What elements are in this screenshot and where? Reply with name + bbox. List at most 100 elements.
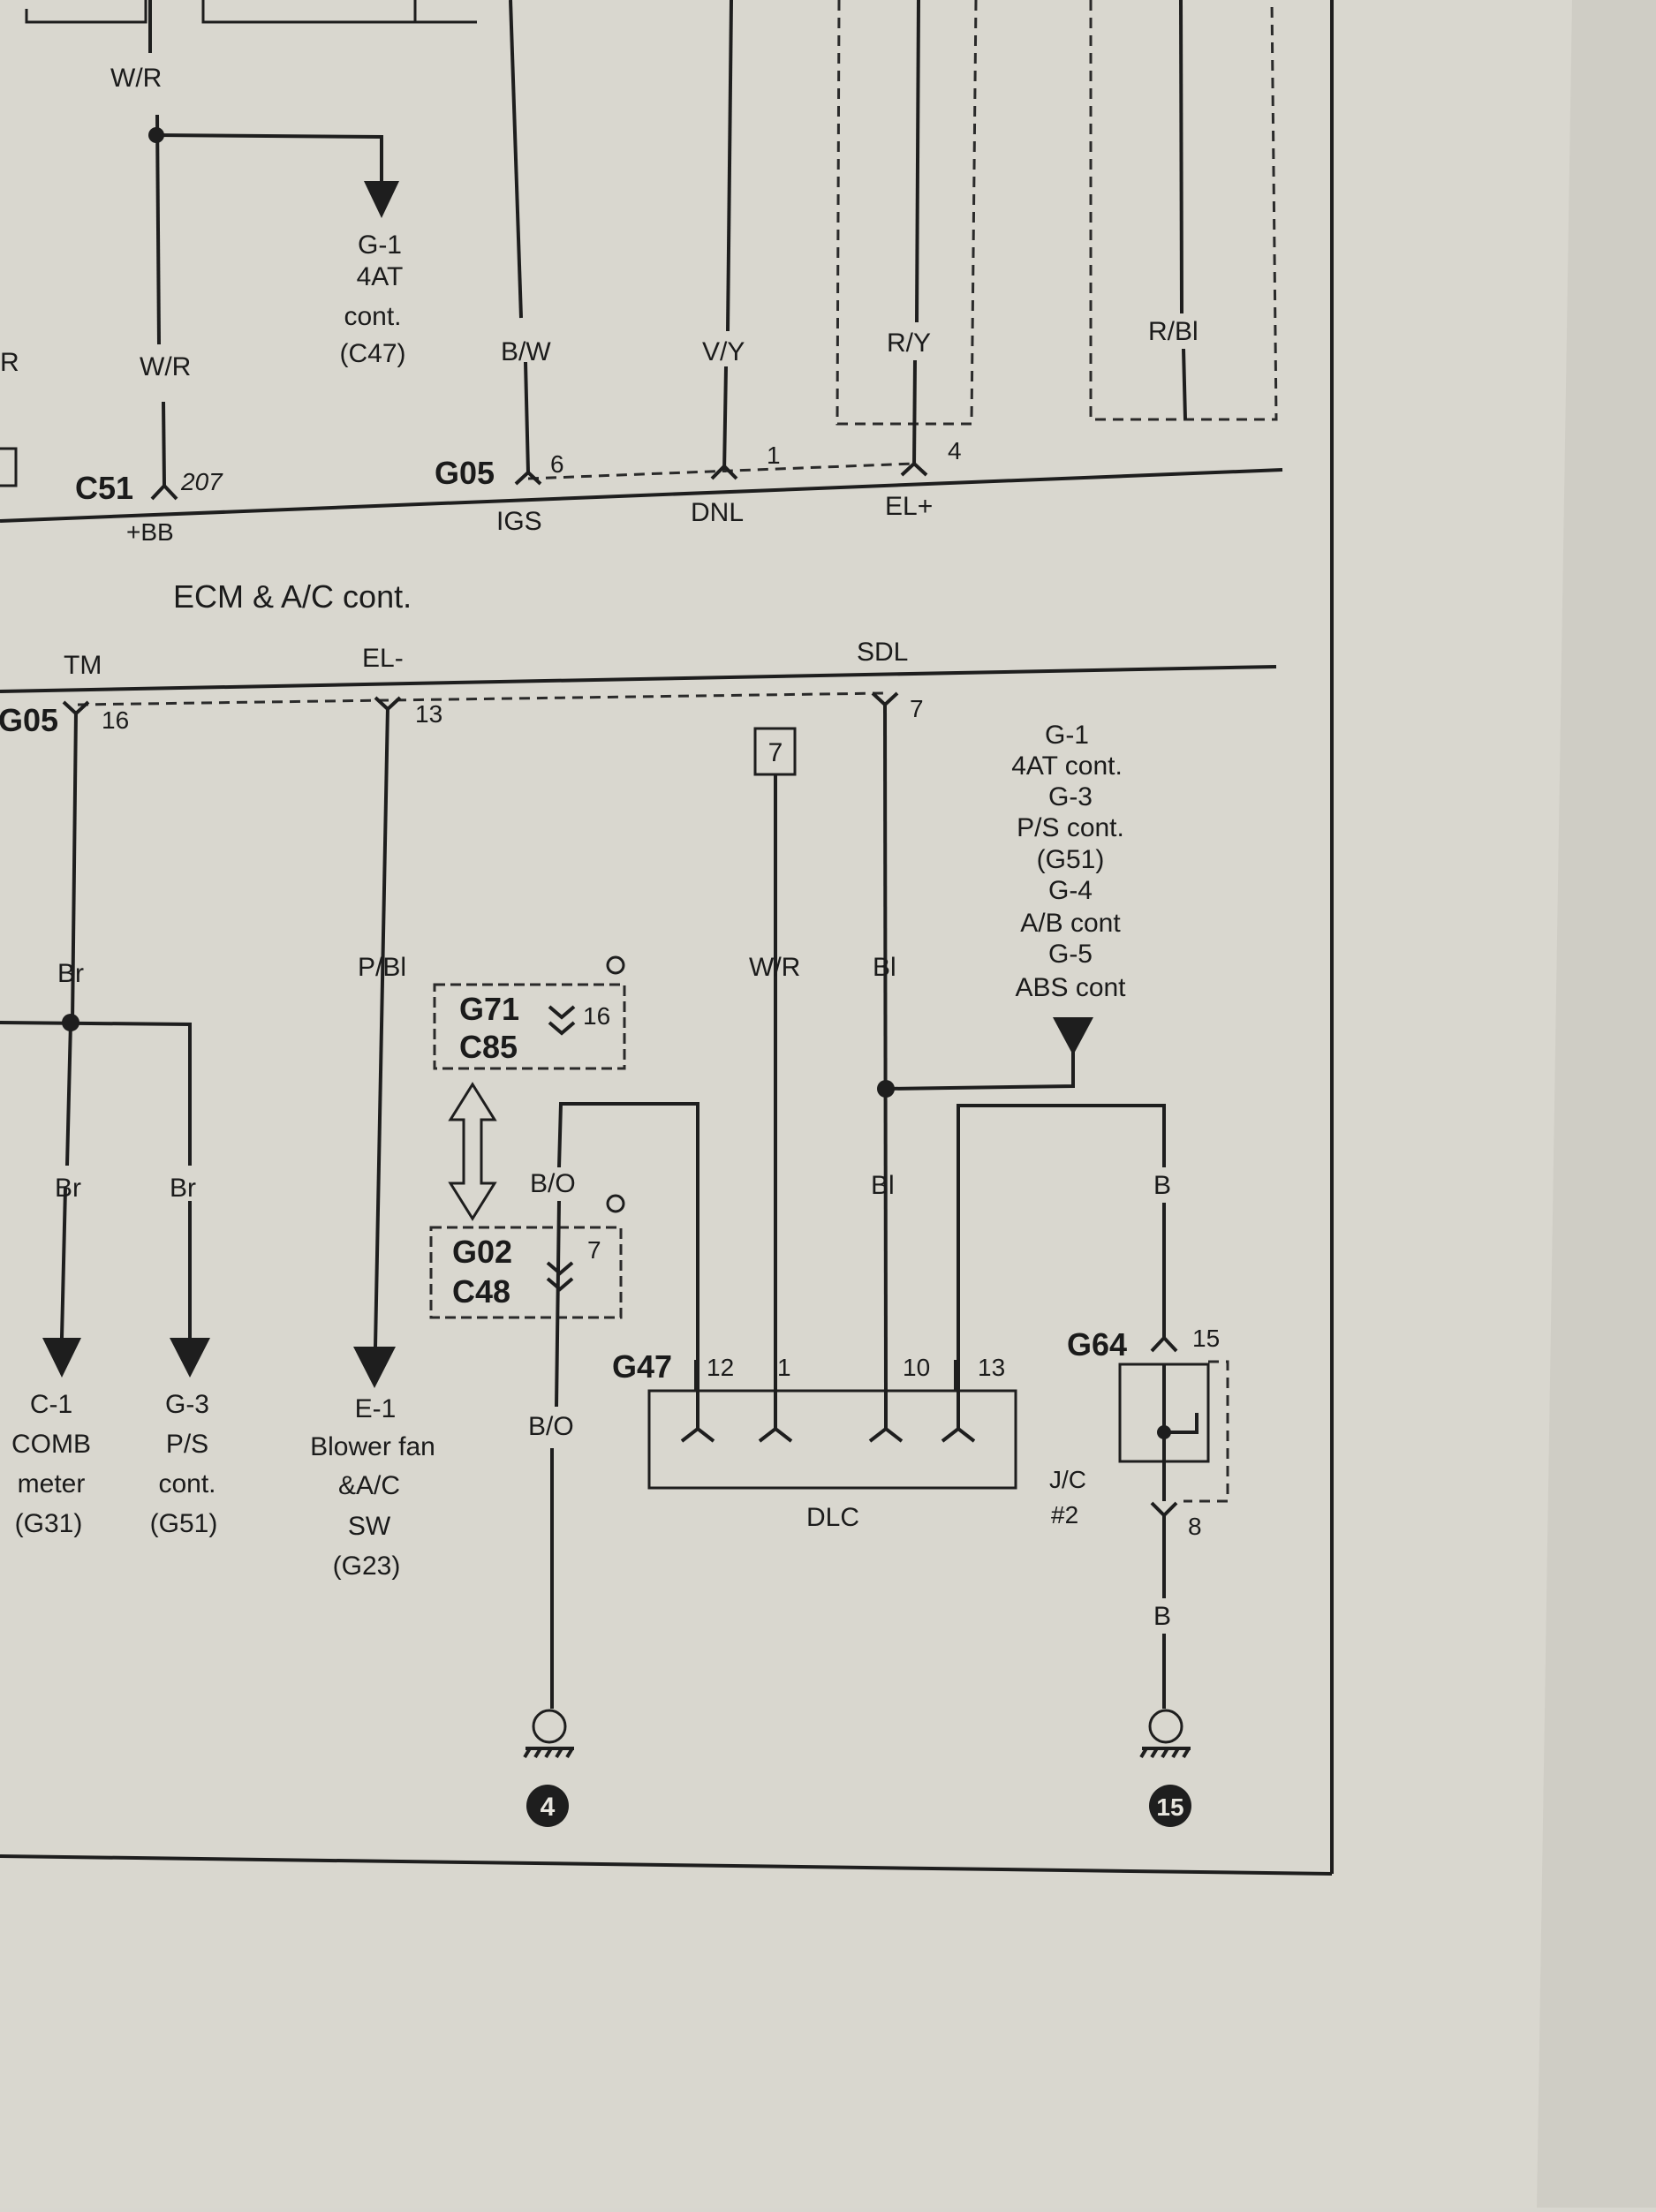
g02-c48-box — [429, 1226, 623, 1319]
g02-label: G02 — [452, 1234, 512, 1270]
g1-line-4: (C47) — [339, 339, 405, 368]
edge-r-label: R — [0, 348, 19, 377]
jc-pin: 8 — [1188, 1513, 1202, 1540]
el-plus-pin: 4 — [948, 437, 962, 464]
g71-chevron-icon — [548, 1005, 576, 1036]
g-list-line-1: G-1 — [1045, 721, 1089, 750]
tm-terminal: TM — [64, 651, 102, 680]
e1-line-2: Blower fan — [310, 1432, 435, 1461]
wr-wire-low — [162, 401, 166, 487]
dnl-pin: 1 — [767, 442, 781, 469]
dlc-pin-12-icon — [680, 1391, 715, 1443]
g05-top-label: G05 — [435, 455, 495, 491]
g64-label: G64 — [1067, 1326, 1127, 1363]
dlc-pin-1-icon — [758, 1391, 793, 1443]
jc-switch-icon — [1164, 1413, 1199, 1434]
b-label-2: B — [1153, 1602, 1171, 1631]
c51-pin: 207 — [180, 468, 223, 495]
ry-label: R/Y — [887, 328, 931, 358]
pbl-label: P/Bl — [358, 953, 406, 982]
dlc-label: DLC — [806, 1503, 859, 1532]
left-edge-box — [0, 447, 18, 487]
bo-label-1: B/O — [530, 1169, 576, 1198]
g3-line-3: cont. — [158, 1469, 216, 1499]
ground-15-ring-icon — [1148, 1709, 1183, 1744]
g71-marker-icon — [606, 955, 625, 975]
dlc-pin-13-icon — [941, 1391, 976, 1443]
bottom-bus-shield — [77, 691, 884, 706]
c51-chevron-icon — [150, 483, 178, 501]
ry-shield-box — [836, 0, 978, 426]
g47-pin-10: 10 — [903, 1354, 930, 1381]
vy-wire-upper — [726, 0, 733, 332]
g1-line-2: 4AT — [357, 262, 404, 291]
ground-15-badge — [1149, 1785, 1191, 1827]
br-wire-main — [71, 710, 78, 1023]
bo-label-2: B/O — [528, 1412, 574, 1441]
top-bus-shield — [527, 462, 915, 480]
g02-marker-icon — [606, 1194, 625, 1213]
g3-line-4: (G51) — [150, 1509, 218, 1538]
ref-box-label: 7 — [768, 738, 783, 767]
ground-4: 4 — [523, 1709, 574, 1827]
c1-line-1: C-1 — [30, 1390, 72, 1419]
e1-line-3: &A/C — [338, 1471, 400, 1500]
vy-wire-lower — [722, 366, 728, 473]
bl-branch — [885, 1051, 1075, 1091]
g71-label: G71 — [459, 991, 519, 1027]
el-minus-terminal: EL- — [362, 644, 404, 673]
g-list-line-6: G-4 — [1048, 876, 1093, 905]
c1-line-2: COMB — [11, 1430, 91, 1459]
br-branch — [0, 1021, 192, 1166]
ground-15: 15 — [1139, 1709, 1191, 1827]
g-list-line-4: P/S cont. — [1017, 813, 1124, 842]
tm-pin: 16 — [102, 706, 129, 734]
g05-top-chevron-icon — [514, 470, 542, 486]
c85-label: C85 — [459, 1029, 518, 1065]
bl-label-1: Bl — [873, 953, 896, 982]
rbl-wire-lower — [1182, 348, 1187, 420]
ground-4-number: 4 — [541, 1793, 556, 1822]
bl-label-2: Bl — [871, 1171, 895, 1200]
ground-4-hatch-icon — [523, 1747, 574, 1759]
jc-label-2: #2 — [1051, 1501, 1078, 1529]
g-list-line-2: 4AT cont. — [1011, 751, 1123, 781]
ground-4-badge — [526, 1785, 569, 1827]
c1-line-4: (G31) — [15, 1509, 83, 1538]
ecm-bottom-bus — [0, 665, 1277, 693]
e1-arrow-icon — [353, 1347, 396, 1388]
g1-arrow-icon — [364, 181, 399, 218]
g05-top-pin: 6 — [550, 450, 564, 478]
wr-wire-mid — [155, 114, 161, 345]
jc-label-1: J/C — [1049, 1466, 1086, 1493]
dlc-pin-10-icon — [868, 1391, 904, 1443]
g64-chevron-icon — [1150, 1335, 1178, 1353]
rbl-wire-upper — [1179, 0, 1183, 314]
g3-line-1: G-3 — [165, 1390, 209, 1419]
bl-wire — [883, 701, 888, 1392]
rbl-label: R/Bl — [1148, 317, 1199, 346]
g1-line-1: G-1 — [358, 230, 402, 260]
b-label-1: B — [1153, 1171, 1171, 1200]
e1-line-4: SW — [348, 1512, 391, 1541]
dlc-box — [647, 1389, 1017, 1490]
g3-arrow-icon — [170, 1338, 210, 1378]
c48-label: C48 — [452, 1273, 510, 1310]
g-list: G-1 4AT cont. G-3 P/S cont. (G51) G-4 A/… — [1011, 721, 1126, 1002]
el-minus-pin: 13 — [415, 700, 442, 728]
sdl-pin: 7 — [910, 695, 924, 722]
g47-pin-1: 1 — [777, 1354, 791, 1381]
bo-wire-upper — [557, 1102, 699, 1391]
ecm-title: ECM & A/C cont. — [173, 578, 412, 615]
frame-bottom — [0, 1854, 1333, 1876]
el-plus-terminal: EL+ — [885, 492, 933, 521]
sdl-terminal: SDL — [857, 638, 908, 667]
pbl-wire — [374, 706, 389, 1348]
ry-wire-upper — [915, 0, 920, 323]
bw-label: B/W — [501, 337, 551, 366]
g47-label: G47 — [612, 1348, 672, 1385]
cropped-box-2 — [201, 0, 417, 24]
bw-wire-lower — [524, 361, 530, 473]
bottom-section: TM EL- SDL G05 16 13 7 Br Br Br C-1 COMB… — [0, 638, 1277, 1827]
